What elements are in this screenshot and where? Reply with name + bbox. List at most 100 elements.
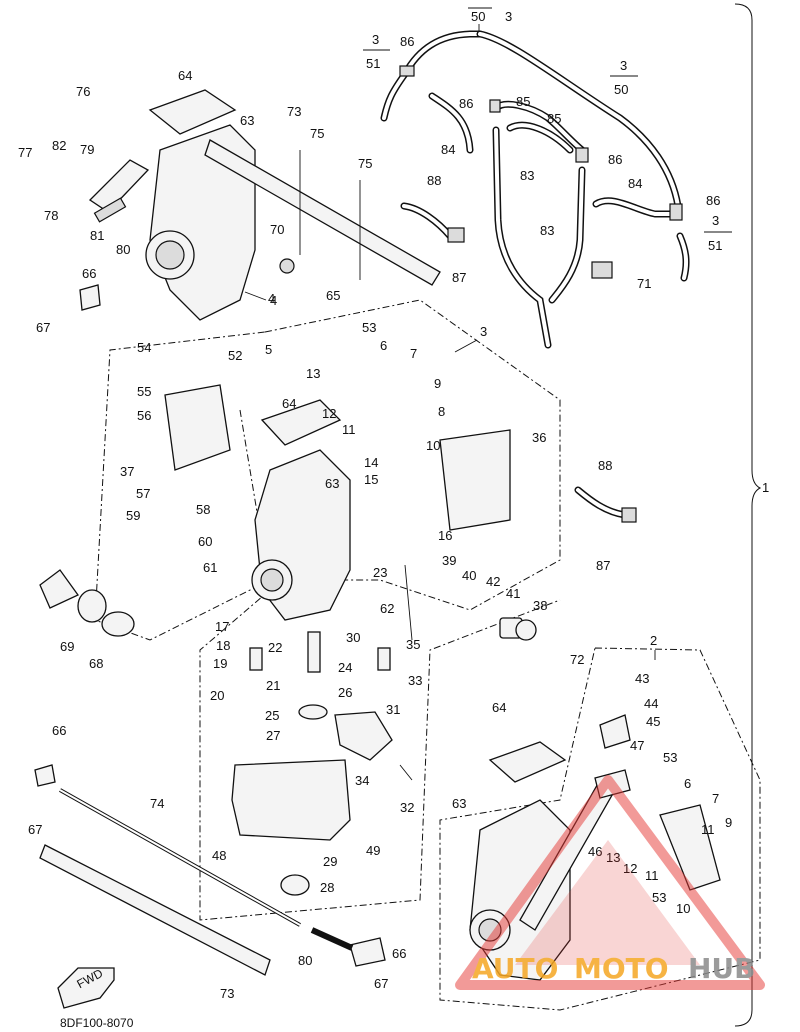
callout-18: 18	[216, 638, 230, 653]
callout-31: 31	[386, 702, 400, 717]
callout-67: 67	[374, 976, 388, 991]
callout-85: 85	[516, 94, 530, 109]
callout-71: 71	[637, 276, 651, 291]
callout-87: 87	[452, 270, 466, 285]
callout-13: 13	[606, 850, 620, 865]
callout-86: 86	[608, 152, 622, 167]
callout-75: 75	[358, 156, 372, 171]
hose-joint	[575, 147, 589, 163]
carburetor-upper	[79, 89, 441, 321]
callout-14: 14	[364, 455, 378, 470]
callout-7: 7	[410, 346, 417, 361]
top-cover-lower	[488, 741, 567, 783]
callout-86: 86	[400, 34, 414, 49]
svg-text:3: 3	[712, 213, 719, 228]
callout-38: 38	[533, 598, 547, 613]
ref-fraction-top: 50 3	[468, 7, 512, 32]
ref-fraction-left: 3 51	[363, 32, 390, 71]
callout-56: 56	[137, 408, 151, 423]
callout-75: 75	[310, 126, 324, 141]
callout-80: 80	[298, 953, 312, 968]
callout-36: 36	[532, 430, 546, 445]
hose-joint	[399, 65, 415, 77]
callout-86: 86	[459, 96, 473, 111]
callout-13: 13	[306, 366, 320, 381]
callout-70: 70	[270, 222, 284, 237]
svg-text:3: 3	[505, 9, 512, 24]
callout-52: 52	[228, 348, 242, 363]
bracket-plate	[39, 844, 271, 976]
callout-64: 64	[282, 396, 296, 411]
callout-10: 10	[676, 901, 690, 916]
callout-81: 81	[90, 228, 104, 243]
callout-10: 10	[426, 438, 440, 453]
svg-text:51: 51	[708, 238, 722, 253]
callout-28: 28	[320, 880, 334, 895]
ref-fraction-right: 3 51	[704, 213, 732, 253]
hose-clip	[447, 227, 465, 243]
callout-73: 73	[287, 104, 301, 119]
callout-53: 53	[362, 320, 376, 335]
callout-24: 24	[338, 660, 352, 675]
svg-text:3: 3	[620, 58, 627, 73]
callout-67: 67	[28, 822, 42, 837]
callout-83: 83	[540, 223, 554, 238]
callout-43: 43	[635, 671, 649, 686]
callout-60: 60	[198, 534, 212, 549]
diaphragm-cover	[439, 429, 511, 531]
callout-32: 32	[400, 800, 414, 815]
callout-11: 11	[645, 868, 659, 883]
group-label-1: 1	[762, 480, 769, 495]
callout-59: 59	[126, 508, 140, 523]
callout-12: 12	[322, 406, 336, 421]
callout-88: 88	[427, 173, 441, 188]
callout-66: 66	[392, 946, 406, 961]
callout-39: 39	[442, 553, 456, 568]
callout-62: 62	[380, 601, 394, 616]
callout-40: 40	[462, 568, 476, 583]
callout-35: 35	[406, 637, 420, 652]
callout-21: 21	[266, 678, 280, 693]
svg-text:3: 3	[372, 32, 379, 47]
callout-27: 27	[266, 728, 280, 743]
hose-joint	[489, 99, 501, 113]
callout-9: 9	[725, 815, 732, 830]
callout-73: 73	[220, 986, 234, 1001]
hose-clip	[621, 507, 637, 523]
callout-84: 84	[441, 142, 455, 157]
callout-8: 8	[438, 404, 445, 419]
linkage-bar	[204, 139, 441, 286]
group-outline-2	[439, 647, 761, 1011]
callout-69: 69	[60, 639, 74, 654]
callout-11: 11	[342, 422, 356, 437]
top-cover-center	[260, 399, 342, 446]
callout-79: 79	[80, 142, 94, 157]
callout-83: 83	[520, 168, 534, 183]
callout-9: 9	[434, 376, 441, 391]
callout-80: 80	[116, 242, 130, 257]
callout-66: 66	[82, 266, 96, 281]
callout-33: 33	[408, 673, 422, 688]
callout-25: 25	[265, 708, 279, 723]
callout-84: 84	[628, 176, 642, 191]
assembly-brace-1: 1	[734, 3, 769, 1027]
callout-85: 85	[547, 111, 561, 126]
callout-45: 45	[646, 714, 660, 729]
hose-joint	[669, 203, 683, 221]
ref-fraction-mid: 3 50	[610, 58, 638, 97]
callout-63: 63	[325, 476, 339, 491]
callout-68: 68	[89, 656, 103, 671]
group-label-4: 4	[270, 293, 277, 308]
callout-16: 16	[438, 528, 452, 543]
callout-30: 30	[346, 630, 360, 645]
float-bowl	[231, 759, 351, 841]
callout-44: 44	[644, 696, 658, 711]
callout-11: 11	[701, 822, 715, 837]
watermark-part1: AUTO	[472, 952, 558, 985]
callout-63: 63	[240, 113, 254, 128]
callout-57: 57	[136, 486, 150, 501]
callout-41: 41	[506, 586, 520, 601]
callout-12: 12	[623, 861, 637, 876]
callout-19: 19	[213, 656, 227, 671]
group-label-2: 2	[650, 633, 657, 648]
